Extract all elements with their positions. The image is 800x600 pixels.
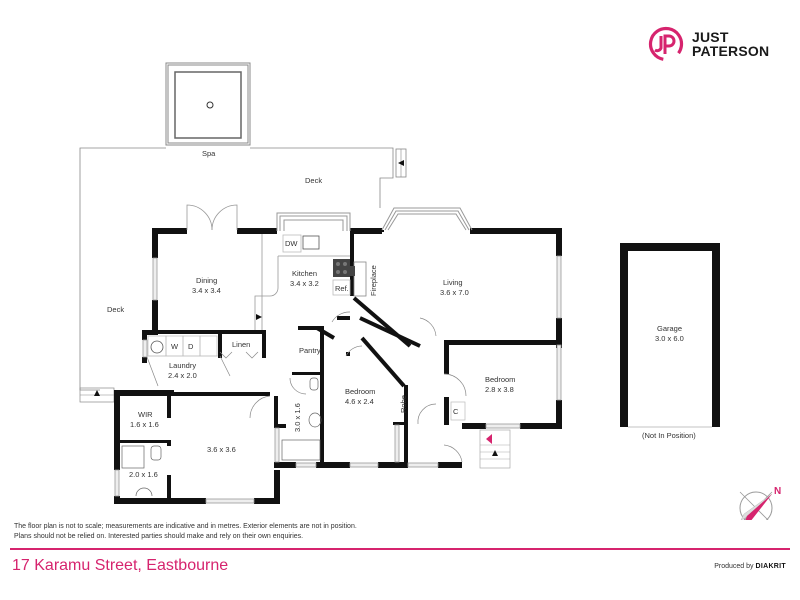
dining-french-doors	[186, 204, 238, 231]
cooktop-icon	[333, 259, 350, 277]
robe-name: Robe	[399, 395, 408, 413]
jp-monogram-icon	[648, 26, 684, 62]
shower-icon	[121, 445, 145, 469]
dishwasher-label: DW	[285, 239, 298, 248]
compass-north-label: N	[774, 486, 781, 497]
bathtub-icon	[281, 439, 321, 461]
kitchen-fixtures: DW Ref.	[282, 234, 351, 296]
kitchen-name: Kitchen	[292, 269, 317, 278]
deck-steps-top	[395, 148, 407, 178]
cupboard-label: C	[453, 407, 459, 416]
produced-by: Produced by DIAKRIT	[714, 563, 786, 570]
bedroom2-name: Bedroom	[345, 387, 375, 396]
wir-name: WIR	[138, 410, 153, 419]
brand-name: JUST PATERSON	[692, 30, 769, 58]
dining-name: Dining	[196, 276, 217, 285]
master-size: 3.6 x 3.6	[207, 445, 236, 454]
living-size: 3.6 x 7.0	[440, 288, 469, 297]
linen-name: Linen	[232, 340, 250, 349]
bedroom3-size: 2.8 x 3.8	[485, 385, 514, 394]
fireplace: Fireplace	[350, 261, 378, 297]
disclaimer-line-1: The floor plan is not to scale; measurem…	[14, 523, 357, 530]
hallway-diagonal-walls	[315, 230, 421, 388]
garage-size: 3.0 x 6.0	[655, 334, 684, 343]
interior-walls	[120, 234, 408, 498]
windows	[114, 255, 562, 504]
sink-icon	[302, 235, 320, 250]
bathroom-fixtures	[121, 377, 322, 497]
entry: C	[450, 401, 511, 469]
deck-left-label: Deck	[107, 305, 124, 314]
exterior-walls	[114, 228, 562, 504]
deck-outline	[79, 147, 166, 391]
fridge-label: Ref.	[335, 284, 349, 293]
bathroom-toilet-icon	[309, 377, 319, 391]
ensuite-basin-icon	[135, 487, 153, 497]
bedroom3-name: Bedroom	[485, 375, 515, 384]
property-address: 17 Karamu Street, Eastbourne	[12, 557, 229, 574]
ensuite-size: 2.0 x 1.6	[129, 470, 158, 479]
ensuite-toilet-icon	[150, 445, 162, 461]
bedroom2-size: 4.6 x 2.4	[345, 397, 374, 406]
garage-note: (Not In Position)	[642, 431, 696, 440]
disclaimer-line-2: Plans should not be relied on. Intereste…	[14, 532, 304, 540]
produced-by-brand: DIAKRIT	[755, 563, 786, 570]
room-labels: Dining 3.4 x 3.4 Kitchen 3.4 x 3.2 Livin…	[129, 269, 515, 479]
entry-marker-icon	[486, 434, 492, 444]
door-swings	[146, 311, 467, 463]
floor-plan: Spa Deck Deck	[79, 62, 781, 520]
garage: Garage 3.0 x 6.0 (Not In Position)	[620, 243, 720, 440]
compass-icon: N	[739, 486, 781, 520]
produced-by-prefix: Produced by	[714, 563, 754, 570]
bathroom-basin-icon	[308, 412, 322, 428]
kitchen-window	[276, 212, 351, 231]
laundry-size: 2.4 x 2.0	[168, 371, 197, 380]
spa	[165, 62, 251, 146]
laundry-fixtures: W D	[147, 335, 218, 357]
spa-label: Spa	[202, 149, 216, 158]
disclaimer: The floor plan is not to scale; measurem…	[14, 522, 357, 541]
pantry-name: Pantry	[299, 346, 321, 355]
wir-size: 1.6 x 1.6	[130, 420, 159, 429]
deck-top-label: Deck	[305, 176, 322, 185]
dining-size: 3.4 x 3.4	[192, 286, 221, 295]
washer-label: W	[171, 342, 179, 351]
laundry-tub-icon	[150, 340, 164, 354]
bathroom-size: 3.0 x 1.6	[293, 403, 302, 432]
kitchen-size: 3.4 x 3.2	[290, 279, 319, 288]
brand-name-line1: JUST	[692, 29, 729, 45]
living-bay-window	[381, 207, 473, 231]
laundry-name: Laundry	[169, 361, 196, 370]
footer-divider	[10, 548, 790, 550]
brand-logo: JUST PATERSON	[648, 26, 769, 62]
fireplace-label: Fireplace	[369, 265, 378, 296]
brand-name-line2: PATERSON	[692, 43, 770, 59]
garage-name: Garage	[657, 324, 682, 333]
living-name: Living	[443, 278, 463, 287]
dryer-label: D	[188, 342, 194, 351]
entry-steps	[479, 429, 511, 469]
